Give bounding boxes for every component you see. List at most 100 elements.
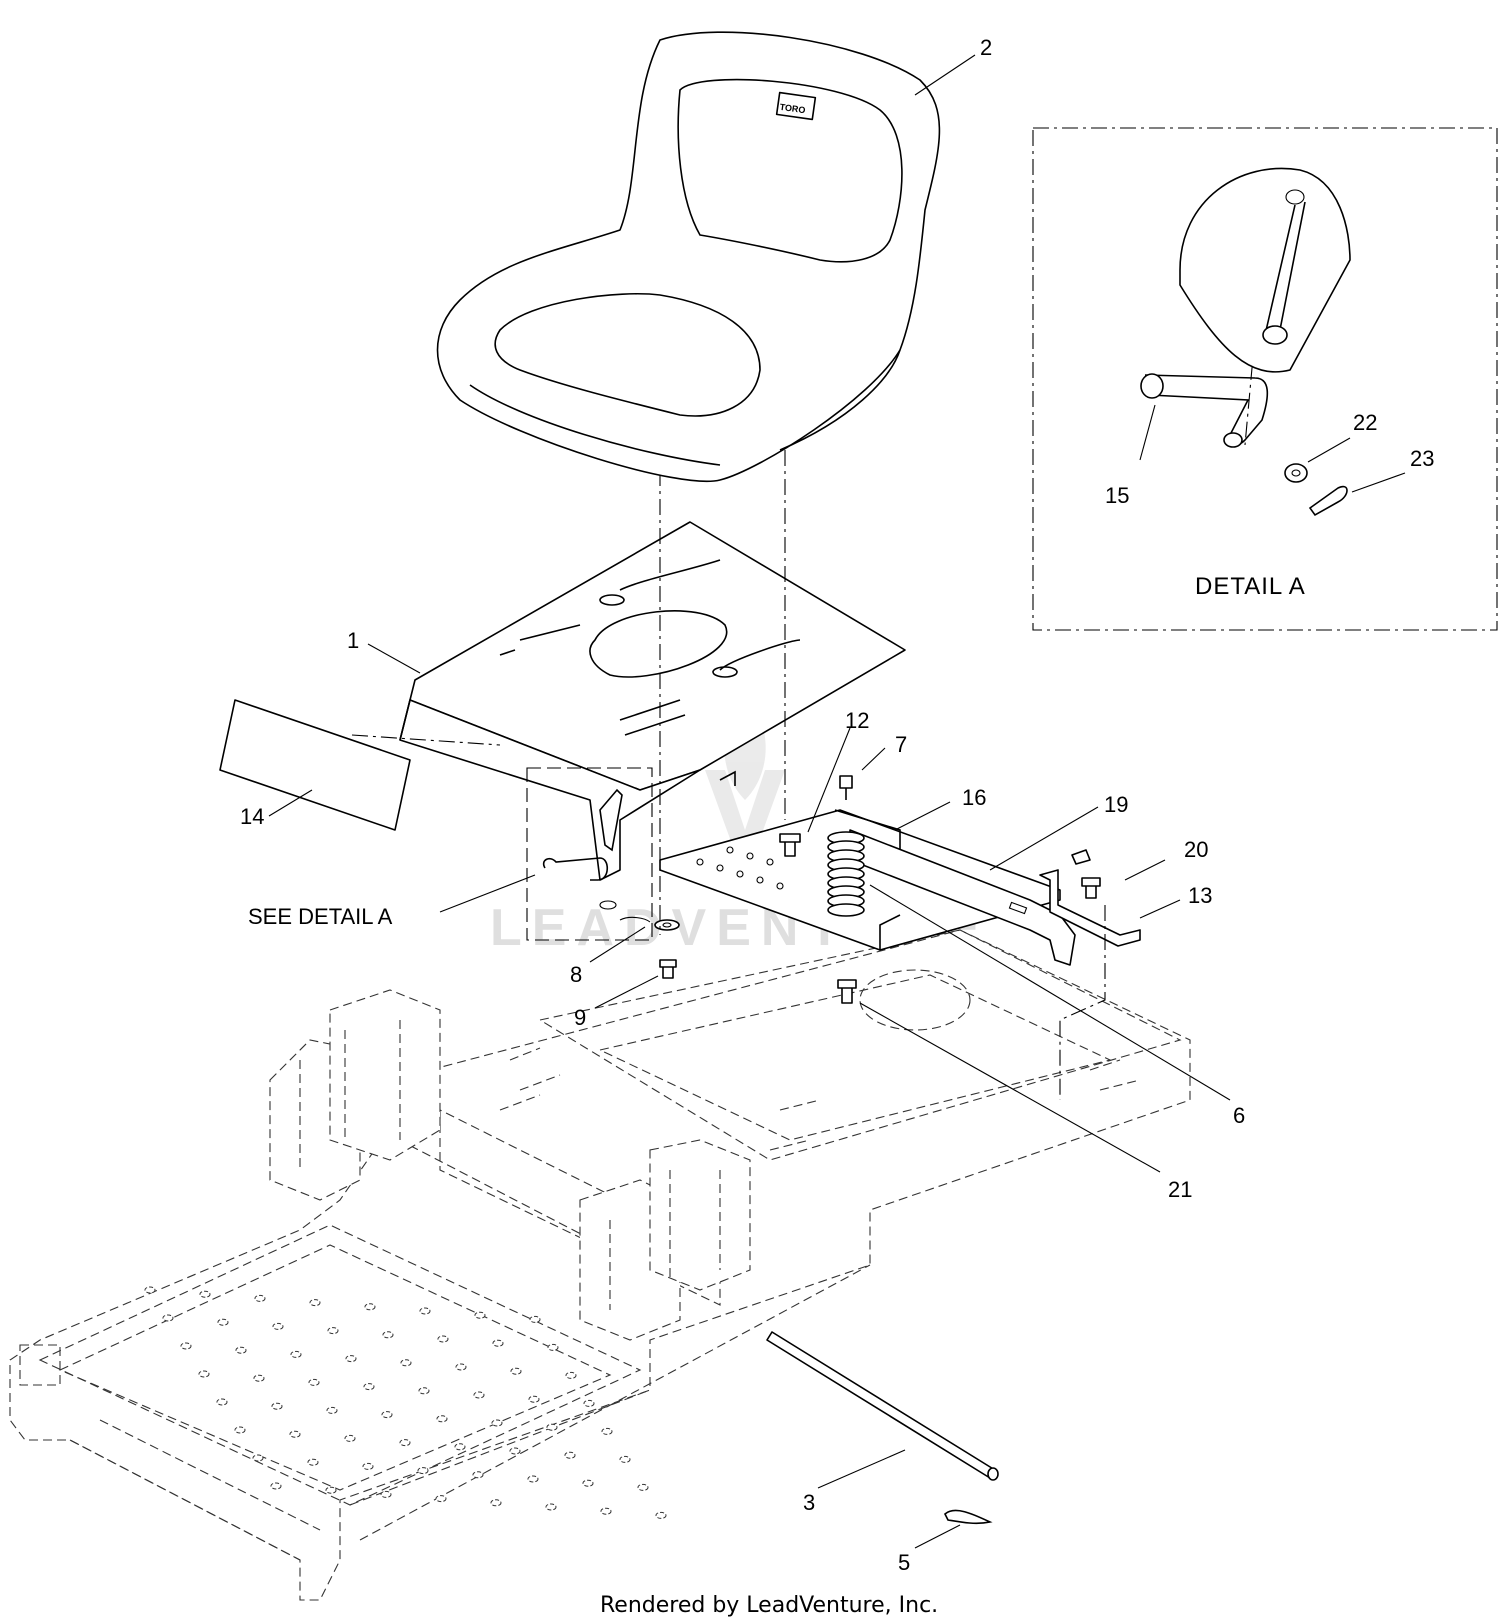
floor-hole bbox=[327, 1327, 339, 1335]
floor-hole bbox=[437, 1335, 449, 1343]
floor-hole bbox=[399, 1439, 411, 1447]
floor-hole bbox=[564, 1451, 576, 1459]
floor-hole bbox=[253, 1374, 265, 1382]
floor-hole bbox=[436, 1415, 448, 1423]
seat-logo: TORO bbox=[779, 102, 806, 115]
floor-hole bbox=[290, 1350, 302, 1358]
floor-hole bbox=[582, 1479, 594, 1487]
alignment-lines bbox=[351, 334, 1256, 1100]
see-detail-box bbox=[526, 767, 653, 941]
part-14-decal bbox=[219, 699, 411, 831]
callout-15: 15 bbox=[1105, 483, 1129, 508]
hardware-bolts bbox=[654, 775, 1101, 1004]
floor-hole bbox=[546, 1423, 558, 1431]
floor-hole bbox=[144, 1286, 156, 1294]
callout-9: 9 bbox=[574, 1005, 586, 1030]
part-3-rod bbox=[766, 1331, 999, 1481]
floor-hole bbox=[491, 1419, 503, 1427]
floor-hole bbox=[455, 1363, 467, 1371]
callout-23: 23 bbox=[1410, 446, 1434, 471]
floor-hole bbox=[363, 1383, 375, 1391]
floor-hole bbox=[198, 1370, 210, 1378]
callout-1: 1 bbox=[347, 628, 359, 653]
floor-hole bbox=[180, 1342, 192, 1350]
see-detail-label: SEE DETAIL A bbox=[248, 904, 393, 929]
callout-13: 13 bbox=[1188, 883, 1212, 908]
floor-pan-holes bbox=[144, 1286, 667, 1519]
floor-hole bbox=[472, 1471, 484, 1479]
floor-hole bbox=[289, 1430, 301, 1438]
floor-hole bbox=[216, 1398, 228, 1406]
footer-credit: Rendered by LeadVenture, Inc. bbox=[600, 1593, 938, 1618]
floor-hole bbox=[345, 1355, 357, 1363]
floor-hole bbox=[490, 1499, 502, 1507]
callout-21: 21 bbox=[1168, 1177, 1192, 1202]
floor-hole bbox=[199, 1290, 211, 1298]
chassis-frame bbox=[9, 929, 1191, 1601]
floor-hole bbox=[528, 1395, 540, 1403]
callout-16: 16 bbox=[962, 785, 986, 810]
floor-hole bbox=[583, 1399, 595, 1407]
floor-hole bbox=[601, 1427, 613, 1435]
floor-hole bbox=[307, 1458, 319, 1466]
callout-7: 7 bbox=[895, 732, 907, 757]
callout-8: 8 bbox=[570, 962, 582, 987]
part-2-seat: TORO bbox=[436, 31, 941, 482]
floor-hole bbox=[308, 1378, 320, 1386]
floor-hole bbox=[271, 1402, 283, 1410]
floor-hole bbox=[637, 1483, 649, 1491]
floor-hole bbox=[272, 1322, 284, 1330]
callout-22: 22 bbox=[1353, 410, 1377, 435]
floor-hole bbox=[492, 1339, 504, 1347]
floor-hole bbox=[527, 1475, 539, 1483]
floor-hole bbox=[234, 1426, 246, 1434]
floor-hole bbox=[270, 1482, 282, 1490]
callout-20: 20 bbox=[1184, 837, 1208, 862]
floor-hole bbox=[474, 1311, 486, 1319]
callout-12: 12 bbox=[845, 708, 869, 733]
floor-hole bbox=[545, 1503, 557, 1511]
floor-hole bbox=[510, 1367, 522, 1375]
detail-title: DETAIL A bbox=[1195, 573, 1306, 600]
floor-hole bbox=[600, 1507, 612, 1515]
floor-hole bbox=[619, 1455, 631, 1463]
part-1-seat-pan bbox=[399, 521, 906, 881]
floor-hole bbox=[400, 1359, 412, 1367]
floor-hole bbox=[162, 1314, 174, 1322]
floor-hole bbox=[454, 1443, 466, 1451]
floor-hole bbox=[380, 1490, 392, 1498]
floor-hole bbox=[529, 1315, 541, 1323]
part-6-spring bbox=[827, 831, 865, 917]
floor-hole bbox=[362, 1462, 374, 1470]
floor-hole bbox=[326, 1406, 338, 1414]
floor-hole bbox=[309, 1299, 321, 1307]
callout-6: 6 bbox=[1233, 1103, 1245, 1128]
floor-hole bbox=[217, 1318, 229, 1326]
floor-hole bbox=[254, 1294, 266, 1302]
floor-hole bbox=[417, 1467, 429, 1475]
callout-5: 5 bbox=[898, 1550, 910, 1575]
floor-hole bbox=[418, 1387, 430, 1395]
callout-14: 14 bbox=[240, 804, 264, 829]
floor-hole bbox=[547, 1343, 559, 1351]
callout-19: 19 bbox=[1104, 792, 1128, 817]
callout-labels: 2 1 14 12 7 16 19 20 13 8 9 6 21 3 5 15 … bbox=[240, 35, 1434, 1575]
floor-hole bbox=[655, 1511, 667, 1519]
floor-hole bbox=[382, 1331, 394, 1339]
floor-hole bbox=[325, 1486, 337, 1494]
part-5-hairpin-clip bbox=[944, 1509, 993, 1525]
leader-lines bbox=[268, 54, 1406, 1549]
floor-hole bbox=[435, 1495, 447, 1503]
floor-hole bbox=[252, 1454, 264, 1462]
callout-3: 3 bbox=[803, 1490, 815, 1515]
callout-2: 2 bbox=[980, 35, 992, 60]
floor-hole bbox=[565, 1371, 577, 1379]
spring-coil bbox=[827, 903, 865, 917]
floor-hole bbox=[381, 1411, 393, 1419]
floor-hole bbox=[419, 1307, 431, 1315]
part-13-bracket bbox=[1039, 869, 1141, 947]
floor-hole bbox=[473, 1391, 485, 1399]
detail-a-box: DETAIL A bbox=[1032, 127, 1498, 631]
floor-hole bbox=[235, 1346, 247, 1354]
